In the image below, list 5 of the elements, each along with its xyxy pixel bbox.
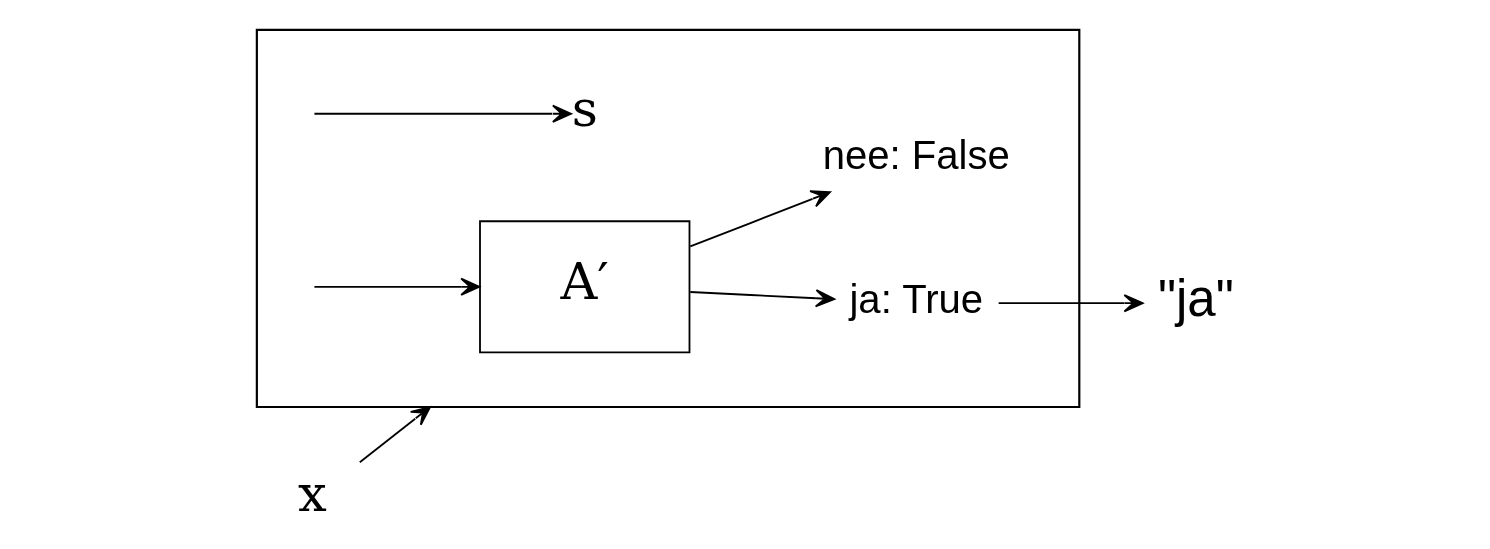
node-text: s xyxy=(571,79,598,139)
node-text: x xyxy=(297,463,327,523)
node-text: ja: True xyxy=(848,277,983,322)
node-text: nee: False xyxy=(822,133,1010,178)
node-text: "ja" xyxy=(1157,269,1234,327)
